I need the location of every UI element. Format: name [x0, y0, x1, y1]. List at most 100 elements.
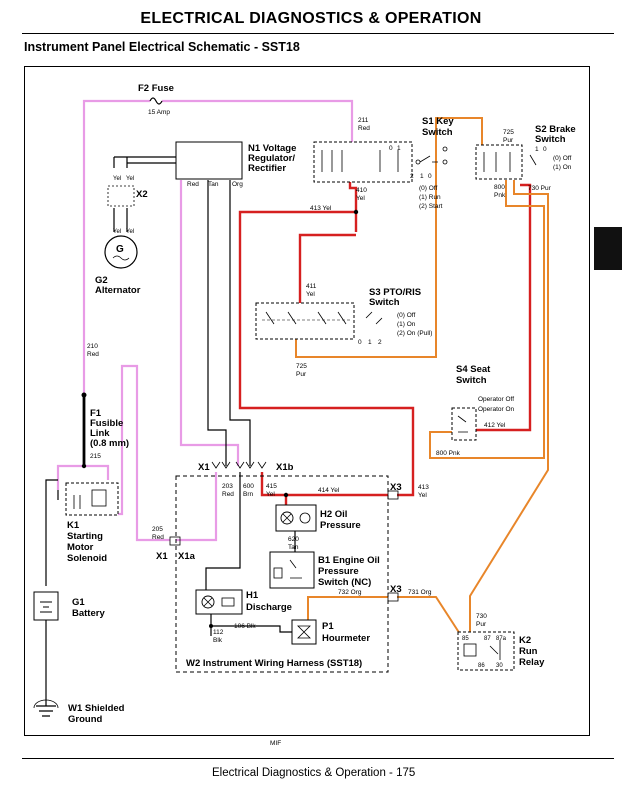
b1-label-3: Switch (NC)	[318, 577, 371, 588]
section-tab	[594, 227, 622, 270]
wire-label-414: 414 Yel	[318, 487, 340, 494]
page-header-title: ELECTRICAL DIAGNOSTICS & OPERATION	[140, 10, 482, 27]
k2-pin-87: 87	[484, 636, 491, 642]
s3-pos-1: 1	[368, 339, 372, 346]
wire-label-730bc: Pur	[476, 621, 487, 628]
g2-label-2: Alternator	[95, 285, 141, 296]
s1-pos-1: 1	[397, 145, 401, 152]
f2-rating: 15 Amp	[148, 109, 170, 116]
wire-203-red	[176, 472, 218, 542]
wire-732-org	[307, 596, 388, 624]
h1-label-1: H1	[246, 590, 259, 601]
s1-pos-0: 0	[389, 145, 393, 152]
h2-label-1: H2 Oil	[320, 509, 347, 520]
wire-label-725: 725	[503, 129, 514, 136]
wire-413-yel	[238, 210, 415, 497]
wire-label-210c: Red	[87, 351, 99, 358]
wire-label-600c: Brn	[243, 491, 254, 498]
s1-pos-0b: 0	[428, 173, 432, 180]
x2-yel-1: Yel	[113, 176, 121, 182]
n1-label-2: Regulator/	[248, 153, 295, 164]
s1-label-1: S1 Key	[422, 116, 454, 127]
s1-pos-run: (1) Run	[419, 194, 441, 201]
wire-label-211: 211	[358, 117, 369, 124]
wire-label-411c: Yel	[306, 291, 315, 298]
s3-pto-switch: 0 1 2 S3 PTO/RIS Switch (0) Off (1) On (…	[255, 287, 432, 346]
s1-label-2: Switch	[422, 127, 453, 138]
k2-pin-87a: 87a	[496, 636, 507, 642]
wire-label-412: 412 Yel	[484, 422, 506, 429]
red-wires	[238, 168, 532, 505]
wire-label-800: 800	[494, 184, 505, 191]
s2-pos-off: (0) Off	[553, 155, 571, 162]
w1-label-2: Ground	[68, 714, 102, 725]
x3-connectors: X3 X3	[387, 482, 402, 602]
s1-pos-2: 2	[410, 173, 414, 180]
wire-label-730: 730 Pur	[528, 185, 552, 192]
wire-600-brn	[205, 472, 241, 590]
k2-label-2: Run	[519, 646, 538, 657]
g1-battery: G1 Battery	[33, 591, 105, 621]
h2-oil-pressure: H2 Oil Pressure	[275, 504, 361, 532]
wire-label-106: 106 Blk	[234, 623, 256, 630]
s3-label-1: S3 PTO/RIS	[369, 287, 421, 298]
k1-label-4: Solenoid	[67, 553, 107, 564]
wire-label-415: 415	[266, 483, 277, 490]
wire-label-411: 411	[306, 283, 317, 290]
wire-731-org	[397, 596, 461, 635]
k1-solenoid: K1 Starting Motor Solenoid	[65, 482, 119, 564]
s3-pos-off: (0) Off	[397, 312, 415, 319]
wire-label-413b: 413	[418, 484, 429, 491]
k2-pin-85: 85	[462, 636, 469, 642]
k2-label-1: K2	[519, 635, 531, 646]
k2-pin-86: 86	[478, 663, 485, 669]
k2-run-relay: 85 87 87a 86 30 K2 Run Relay	[457, 631, 545, 671]
wire-label-413bc: Yel	[418, 492, 427, 499]
w1-ground: W1 Shielded Ground	[33, 699, 125, 725]
s2-pos-on: (1) On	[553, 164, 572, 171]
s3-pos-2: 2	[378, 339, 382, 346]
s2-pos-0: 0	[543, 146, 547, 153]
s4-label-2: Switch	[456, 375, 487, 386]
w1-label-1: W1 Shielded	[68, 703, 125, 714]
s1-pos-1b: 1	[420, 173, 424, 180]
n1-regulator: N1 Voltage Regulator/ Rectifier Red Tan …	[175, 141, 296, 188]
w2-harness-label: W2 Instrument Wiring Harness (SST18)	[186, 658, 362, 669]
p1-label-2: Hourmeter	[322, 633, 370, 644]
wire-215	[56, 464, 84, 490]
f1-fusible-link: F1 Fusible Link (0.8 mm)	[81, 392, 129, 449]
wire-label-725c: Pur	[503, 137, 514, 144]
b1-label-1: B1 Engine Oil	[318, 555, 380, 566]
f1-label-2: Fusible	[90, 418, 123, 429]
x2-yel-4: Yel	[126, 229, 134, 235]
g2-label-1: G2	[95, 275, 108, 286]
wire-label-600: 600	[243, 483, 254, 490]
wire-label-725bc: Pur	[296, 371, 307, 378]
n1-label-1: N1 Voltage	[248, 143, 296, 154]
b1-oil-pressure-switch: B1 Engine Oil Pressure Switch (NC)	[269, 551, 380, 589]
wire-label-730b: 730	[476, 613, 487, 620]
k1-label-3: Motor	[67, 542, 94, 553]
schematic-title: Instrument Panel Electrical Schematic - …	[24, 40, 300, 54]
x1b-label: X1b	[276, 462, 294, 473]
s3-label-2: Switch	[369, 297, 400, 308]
wire-alt-yel-1	[113, 157, 128, 168]
wire-label-205: 205	[152, 526, 163, 533]
s2-label-1: S2 Brake	[535, 124, 576, 135]
f2-fuse-label: F2 Fuse	[138, 83, 174, 94]
orange-wires	[295, 117, 549, 635]
h1-discharge: H1 Discharge	[195, 589, 292, 615]
x2-label: X2	[136, 189, 148, 200]
h1-label-2: Discharge	[246, 602, 292, 613]
footer-rule	[22, 758, 614, 759]
x2-yel-2: Yel	[126, 176, 134, 182]
s3-pos-0: 0	[358, 339, 362, 346]
wire-org	[229, 180, 251, 466]
wire-n1-red	[179, 180, 240, 466]
wire-battery-k1	[45, 479, 58, 586]
schematic-frame	[24, 66, 590, 736]
wire-210-red	[82, 99, 150, 395]
wire-label-800b: 800 Pnk	[436, 450, 461, 457]
k1-label-2: Starting	[67, 531, 103, 542]
